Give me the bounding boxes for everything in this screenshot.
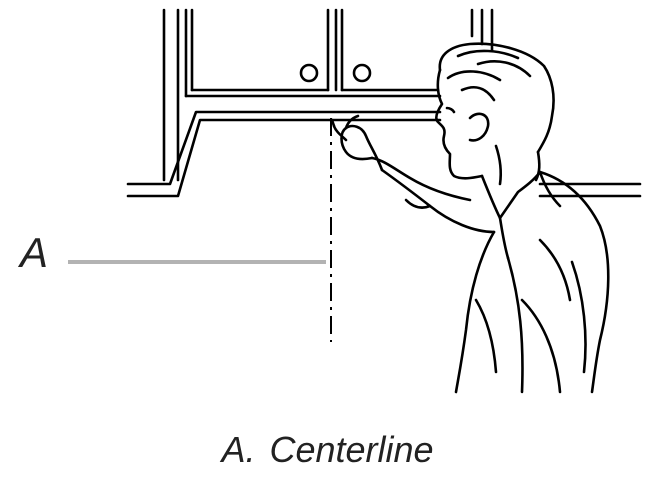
person-figure — [330, 42, 610, 394]
caption-letter: A. — [221, 429, 256, 470]
caption-text: Centerline — [269, 429, 434, 470]
upper-cabinets — [162, 8, 494, 182]
range-hood — [126, 110, 642, 198]
figure-caption: A. Centerline — [0, 432, 655, 468]
door-knob-right — [352, 63, 372, 83]
door-knob-left — [299, 63, 319, 83]
callout-label-a: A — [20, 229, 49, 276]
